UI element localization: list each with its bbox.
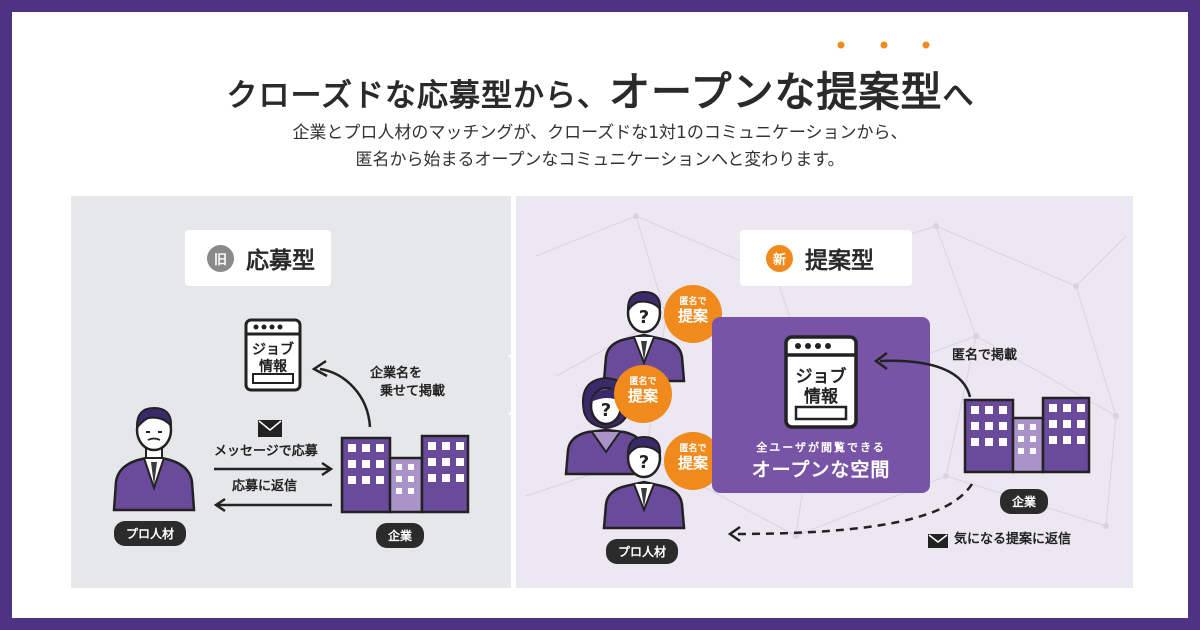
- anonymous-person-icon: ?: [602, 290, 686, 383]
- bubble-big-text: 提案: [627, 387, 658, 405]
- title-part3: へ: [942, 78, 974, 114]
- post-arrow: [311, 359, 372, 428]
- svg-text:?: ?: [601, 400, 611, 421]
- new-company-label: 企業: [1000, 489, 1049, 514]
- new-reply-label: 気になる提案に返信: [954, 532, 1072, 547]
- new-job-card-line2: 情報: [804, 387, 838, 407]
- old-apply-label: メッセージで応募: [214, 444, 318, 459]
- old-job-card-line1: ジョブ: [252, 342, 294, 358]
- old-post-label-line1: 企業名を: [370, 366, 423, 381]
- new-talent-label: プロ人材: [606, 539, 679, 564]
- old-post-label: 企業名を 乗せて掲載: [370, 365, 445, 401]
- open-space-box: ジョブ 情報 全ユーザが閲覧できる オープンな空間: [712, 317, 930, 493]
- envelope-icon: [928, 534, 948, 548]
- anonymous-proposal-bubble: 匿名で 提案: [614, 365, 672, 423]
- new-model-chip: 新 提案型: [740, 230, 912, 286]
- new-job-card-text: ジョブ 情報: [784, 367, 858, 407]
- svg-text:?: ?: [639, 452, 649, 473]
- title-part2: オープンな提案型: [608, 68, 943, 116]
- old-post-label-line2: 乗せて掲載: [380, 384, 446, 399]
- title-part1: クローズドな応募型から、: [226, 78, 609, 114]
- open-space-big-text: オープンな空間: [751, 459, 891, 481]
- bubble-big-text: 提案: [677, 307, 708, 325]
- new-badge: 新: [766, 244, 793, 272]
- anonymous-post-arrow: [873, 351, 972, 398]
- old-reply-label: 応募に返信: [232, 479, 298, 494]
- bubble-small-text: 匿名で: [679, 444, 707, 454]
- old-talent-label: プロ人材: [114, 521, 187, 546]
- old-model-label: 応募型: [246, 248, 315, 274]
- page-title: クローズドな応募型から、オープンな提案型へ: [0, 58, 1200, 118]
- job-card-icon: [244, 318, 302, 392]
- job-card-icon: [784, 335, 858, 429]
- old-company-label: 企業: [376, 523, 425, 548]
- company-building-icon: [963, 396, 1091, 474]
- old-badge: 旧: [207, 244, 234, 272]
- bubble-big-text: 提案: [677, 454, 708, 472]
- subtitle-line2: 匿名から始まるオープンなコミュニケーションへと変わります。: [355, 150, 845, 170]
- new-post-label: 匿名で掲載: [952, 348, 1018, 363]
- bubble-small-text: 匿名で: [679, 297, 707, 307]
- envelope-icon: [258, 420, 282, 437]
- apply-arrow: [214, 461, 334, 477]
- open-space-small-text: 全ユーザが閲覧できる: [756, 441, 886, 454]
- company-building-icon: [340, 434, 470, 514]
- old-job-card-text: ジョブ 情報: [244, 342, 302, 376]
- old-model-chip: 旧 応募型: [185, 230, 331, 286]
- old-job-card-line2: 情報: [259, 359, 287, 375]
- bubble-small-text: 匿名で: [629, 377, 657, 387]
- pro-talent-person-icon: [112, 406, 196, 512]
- anonymous-person-icon: ?: [602, 435, 686, 530]
- svg-text:?: ?: [639, 307, 649, 328]
- reply-dashed-arrow: [727, 483, 974, 543]
- subtitle: 企業とプロ人材のマッチングが、クローズドな1対1のコミュニケーションから、 匿名…: [0, 120, 1200, 174]
- new-model-label: 提案型: [805, 248, 874, 274]
- new-job-card-line1: ジョブ: [795, 367, 847, 387]
- subtitle-line1: 企業とプロ人材のマッチングが、クローズドな1対1のコミュニケーションから、: [292, 123, 908, 143]
- reply-arrow: [213, 497, 332, 513]
